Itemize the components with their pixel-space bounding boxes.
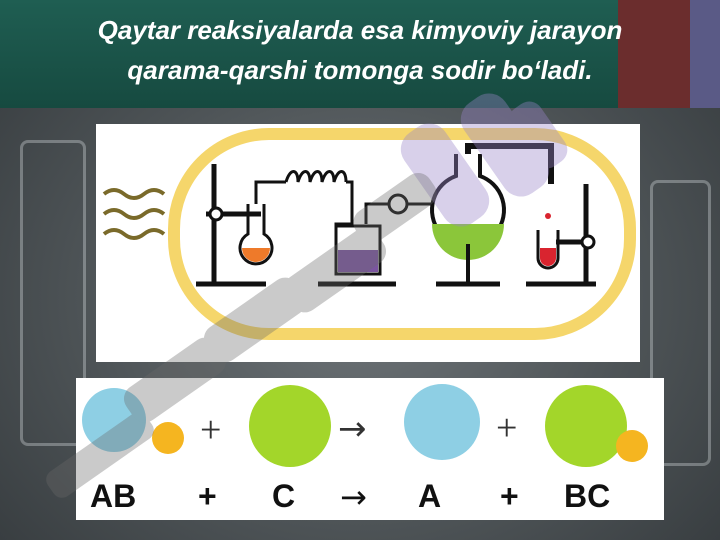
delivery-tube xyxy=(465,143,554,184)
title-line-1: Qaytar reaksiyalarda esa kimyoviy jarayo… xyxy=(97,15,623,45)
slide-header xyxy=(0,0,720,108)
equation-plus-2: + xyxy=(500,478,519,514)
plus-symbol-top-1: + xyxy=(200,409,221,451)
molecule-c-circle xyxy=(249,385,331,467)
background-glassware xyxy=(20,140,86,446)
header-accent-purple xyxy=(690,0,720,108)
plus-symbol-top-2: + xyxy=(496,407,517,449)
valve-icon xyxy=(387,193,409,215)
reactant-c: C xyxy=(272,478,296,514)
beaker-icon xyxy=(334,224,382,276)
equation-text-row: AB + C → A + BC xyxy=(76,472,664,518)
reaction-equation-panel: + → + AB + C → A + BC xyxy=(76,378,664,520)
lab-illustration xyxy=(96,124,640,362)
test-tube-icon xyxy=(536,230,560,270)
slide-title: Qaytar reaksiyalarda esa kimyoviy jarayo… xyxy=(20,10,700,90)
condenser-coil-icon xyxy=(284,170,354,254)
product-a-circle xyxy=(404,384,480,460)
heat-waves-icon xyxy=(102,188,166,240)
background-glassware xyxy=(650,180,711,466)
reactant-ab: AB xyxy=(90,478,137,514)
product-a: A xyxy=(418,478,442,514)
droplet-icon xyxy=(545,213,551,219)
title-line-2: qarama-qarshi tomonga sodir bo‘ladi. xyxy=(127,55,593,85)
lab-frame xyxy=(168,128,636,340)
round-flask-icon xyxy=(238,204,274,266)
molecule-a-circle xyxy=(82,388,146,452)
arrow-symbol-top: → xyxy=(338,409,367,449)
header-accent-red xyxy=(618,0,690,108)
product-b-circle xyxy=(616,430,648,462)
flask-liquid-green xyxy=(432,224,504,260)
beaker-liquid-purple xyxy=(338,250,378,272)
reaction-molecule-diagram: + → + xyxy=(82,384,648,467)
molecule-b-circle xyxy=(152,422,184,454)
lab-apparatus-svg xyxy=(102,128,636,340)
tube-liquid-red xyxy=(540,248,556,266)
equation-plus-1: + xyxy=(198,478,217,514)
flask-liquid-orange xyxy=(242,248,270,262)
product-c-circle xyxy=(545,385,627,467)
equation-arrow: → xyxy=(340,478,367,516)
product-bc: BC xyxy=(564,478,611,514)
